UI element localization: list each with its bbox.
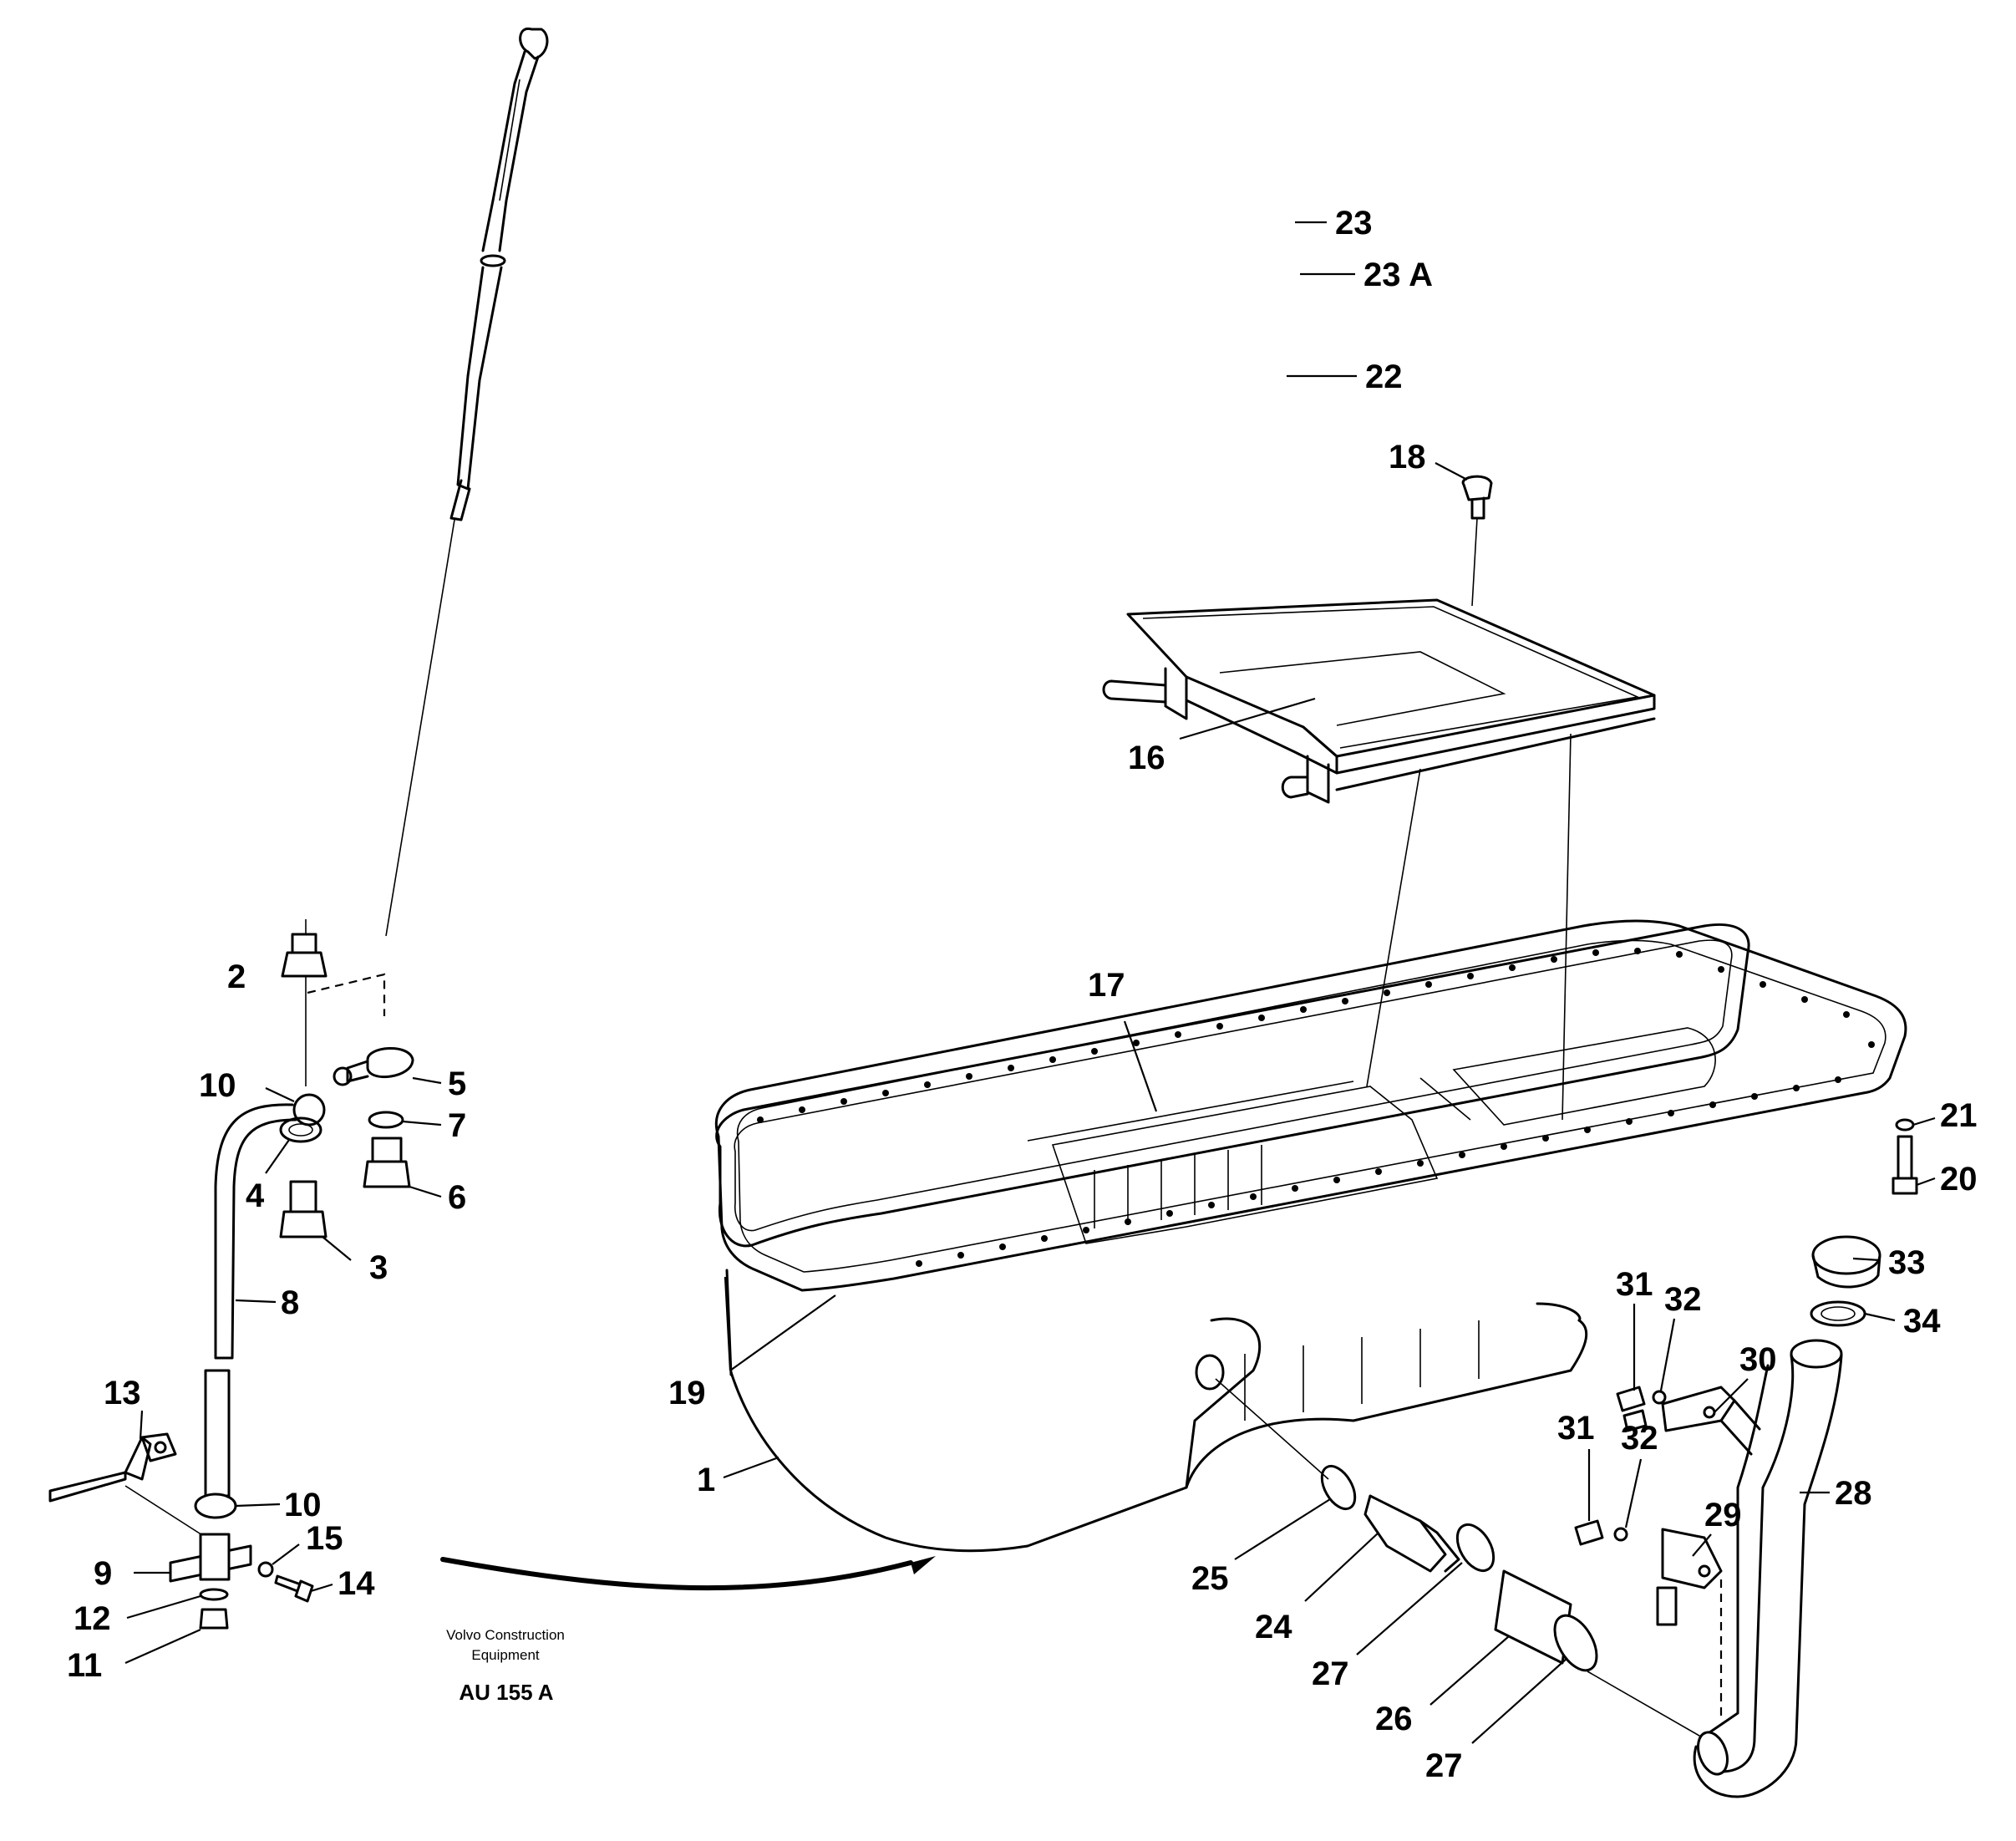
callout-29: 29 <box>1704 1497 1742 1533</box>
callout-11: 11 <box>67 1647 102 1684</box>
bolt-18 <box>1461 475 1493 607</box>
callout-16: 16 <box>1128 740 1165 776</box>
callout-4: 4 <box>246 1177 265 1214</box>
callout-23a: 23 A <box>1363 257 1433 293</box>
dipstick-assembly <box>385 27 549 937</box>
callout-17: 17 <box>1088 967 1125 1004</box>
callout-21: 21 <box>1940 1097 1978 1134</box>
callout-10-upper: 10 <box>199 1067 236 1104</box>
callout-14: 14 <box>338 1565 375 1602</box>
callout-27-upper: 27 <box>1312 1655 1349 1692</box>
credit-line-2: Equipment <box>471 1647 540 1663</box>
callout-labels: 23 23 A 22 18 16 17 19 1 21 20 33 34 31 … <box>67 205 1978 1784</box>
callout-31-lower: 31 <box>1557 1410 1595 1447</box>
callout-32-lower: 32 <box>1621 1420 1658 1457</box>
callout-27-lower: 27 <box>1425 1747 1463 1784</box>
callout-15: 15 <box>306 1520 343 1557</box>
drain-assembly <box>48 919 414 1630</box>
callout-13: 13 <box>104 1375 141 1411</box>
callout-9: 9 <box>94 1555 112 1592</box>
callout-30: 30 <box>1739 1341 1777 1378</box>
callout-3: 3 <box>369 1249 388 1286</box>
baffle-plate <box>1102 598 1656 1121</box>
callout-20: 20 <box>1940 1161 1978 1198</box>
callout-31-upper: 31 <box>1616 1266 1653 1303</box>
leader-lines <box>124 221 1936 1744</box>
callout-23: 23 <box>1335 205 1373 242</box>
drawing-code: AU 155 A <box>459 1680 553 1705</box>
reference-arrow <box>440 1556 936 1591</box>
callout-7: 7 <box>448 1107 466 1144</box>
gasket-19 <box>715 923 1750 1248</box>
callout-1: 1 <box>697 1462 715 1498</box>
callout-12: 12 <box>74 1600 111 1637</box>
callout-22: 22 <box>1365 359 1403 395</box>
callout-6: 6 <box>448 1179 466 1216</box>
drawing-credit: Volvo Construction Equipment AU 155 A <box>446 1627 565 1705</box>
filler-tube-assembly <box>1574 1235 1881 1798</box>
callout-26: 26 <box>1375 1701 1413 1737</box>
callout-5: 5 <box>448 1065 466 1102</box>
callout-34: 34 <box>1903 1303 1941 1340</box>
callout-2: 2 <box>227 959 246 995</box>
callout-24: 24 <box>1255 1609 1292 1645</box>
callout-25: 25 <box>1191 1560 1229 1597</box>
callout-8: 8 <box>281 1284 299 1321</box>
callout-28: 28 <box>1835 1475 1872 1512</box>
bolt-20-washer-21 <box>1892 1118 1918 1195</box>
credit-line-1: Volvo Construction <box>446 1627 565 1643</box>
callout-32-upper: 32 <box>1664 1281 1702 1318</box>
callout-18: 18 <box>1389 439 1426 476</box>
callout-19: 19 <box>668 1375 706 1411</box>
suction-connection <box>1320 1464 1722 1749</box>
callout-10-lower: 10 <box>284 1487 322 1523</box>
callout-33: 33 <box>1888 1244 1926 1281</box>
